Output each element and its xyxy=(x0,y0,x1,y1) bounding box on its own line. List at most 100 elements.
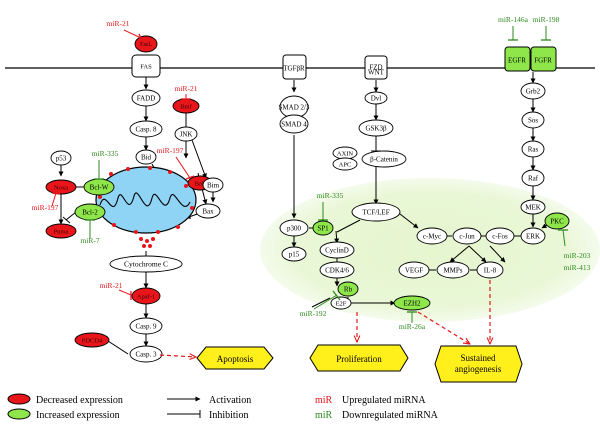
node-cycd: CyclinD xyxy=(325,246,349,254)
mirna-mir335_bclw: miR-335 xyxy=(92,149,119,158)
legend-decreased-label: Decreased expression xyxy=(36,395,123,406)
legend-inhibition-label: Inhibition xyxy=(209,410,248,421)
node-ras-shape xyxy=(521,140,545,158)
node-casp9-shape xyxy=(129,317,163,335)
legend-increased-swatch xyxy=(7,408,31,420)
node-fadd: FADD xyxy=(137,94,156,102)
node-bid: Bid xyxy=(141,153,152,161)
mirna-mir198: miR-198 xyxy=(533,15,560,24)
node-vegf: VEGF xyxy=(405,266,423,274)
node-raf: Raf xyxy=(528,174,539,182)
node-bax: Bax xyxy=(202,207,214,215)
node-pdcd4: PDCD4 xyxy=(82,337,103,344)
node-cytc-shape xyxy=(109,255,183,273)
node-bim: Bim xyxy=(207,181,220,189)
node-p15-shape xyxy=(281,246,307,262)
node-e2f: E2F xyxy=(336,300,347,307)
node-apc: APC xyxy=(339,161,352,168)
receptors xyxy=(131,46,557,80)
mirna-inhibitions: miR-21miR-21miR-197miR-335miR-197miR-7mi… xyxy=(32,15,591,331)
node-bcat: β-Catenin xyxy=(370,155,398,163)
node-vegf-shape xyxy=(398,261,430,279)
mirna-mir7: miR-7 xyxy=(80,236,99,245)
node-cycd-shape xyxy=(319,241,355,259)
node-gsk3b-shape xyxy=(358,119,394,137)
node-jnk: JNK xyxy=(180,130,193,138)
node-cfos-shape xyxy=(485,227,515,245)
node-rb-shape xyxy=(337,281,359,297)
outcome-angiogenesis-1: Sustained xyxy=(461,353,496,363)
node-dvl-shape xyxy=(364,91,388,105)
legend-downregulated-label: Downregulated miRNA xyxy=(342,410,439,421)
mirna-mir21_bmf: miR-21 xyxy=(175,84,198,93)
node-pkc-shape xyxy=(544,212,570,230)
node-dvl: Dvl xyxy=(371,94,382,102)
node-p300-shape xyxy=(279,219,309,237)
node-noxa: Noxa xyxy=(54,184,68,191)
node-casp8-shape xyxy=(129,120,163,138)
mirna-mir26a: miR-26a xyxy=(399,322,426,331)
node-p15: p15 xyxy=(289,250,300,258)
node-p53: p53 xyxy=(56,154,67,162)
legend-decreased-swatch xyxy=(7,393,31,405)
node-ezh2: EZH2 xyxy=(403,299,421,307)
node-egfr: EGFR xyxy=(508,56,526,64)
node-sos-shape xyxy=(521,111,545,129)
node-p300: p300 xyxy=(287,224,302,232)
node-il8: IL-8 xyxy=(484,266,497,274)
pathway-highlight-region xyxy=(260,178,600,322)
node-cfos: c-Fos xyxy=(492,232,508,240)
legend-activation-label: Activation xyxy=(209,395,251,406)
node-bax-shape xyxy=(195,203,221,219)
legend-upregulated-label: Upregulated miRNA xyxy=(342,395,426,406)
node-cmyc: c-Myc xyxy=(423,232,441,240)
node-il8-shape xyxy=(476,261,504,279)
node-smad4-shape xyxy=(279,114,309,134)
node-smad23: SMAD 2/3 xyxy=(279,103,310,111)
node-fgfr: FGFR xyxy=(534,56,552,64)
node-rb: Rb xyxy=(344,285,353,293)
node-bim-shape xyxy=(202,177,224,193)
node-bid-shape xyxy=(135,149,157,165)
node-fzd: FZD xyxy=(369,63,382,71)
dashed-effect-links xyxy=(159,280,490,357)
node-cytc: Cytochrome C xyxy=(124,260,168,269)
mirna-mir146a: miR-146a xyxy=(498,15,529,24)
node-erk-shape xyxy=(520,227,546,245)
node-axin: AXIN xyxy=(337,150,354,157)
node-ras: Ras xyxy=(528,145,539,153)
mitochondrion xyxy=(95,166,197,248)
node-fadd-shape xyxy=(131,89,161,107)
node-sp1: SP1 xyxy=(317,224,329,232)
outcome-boxes xyxy=(196,344,523,383)
mirna-mir21_apaf: miR-21 xyxy=(100,281,123,290)
node-apaf1-shape xyxy=(131,287,161,305)
legend-increased-label: Increased expression xyxy=(36,410,120,421)
legend-mir-down-word: miR xyxy=(315,410,333,421)
node-sos: Sos xyxy=(528,116,538,124)
node-bmf: Bmf xyxy=(180,103,192,110)
node-cjun: c-Jun xyxy=(459,232,475,240)
cytochrome-release-dots xyxy=(139,237,155,248)
node-jnk-shape xyxy=(174,126,198,142)
node-casp3: Casp. 3 xyxy=(136,350,158,358)
node-tcflef-shape xyxy=(351,202,401,222)
mirna-mir203: miR-203 xyxy=(564,251,591,260)
node-tgfbr: TGFβR xyxy=(283,64,305,72)
outcome-angiogenesis-2: angiogenesis xyxy=(455,364,502,374)
node-cjun-shape xyxy=(452,227,482,245)
outcome-apoptosis: Apoptosis xyxy=(217,354,254,364)
node-ezh2-shape xyxy=(393,295,431,311)
node-cdk46: CDK4/6 xyxy=(325,266,349,274)
node-mek-shape xyxy=(520,199,546,215)
node-e2f-shape xyxy=(330,296,352,310)
node-casp3-shape xyxy=(129,345,163,363)
node-pdcd4-shape xyxy=(74,332,110,348)
mirna-mir335_sp1: miR-335 xyxy=(317,191,344,200)
node-bcl2: Bcl-2 xyxy=(82,208,98,216)
node-noxa-shape xyxy=(45,179,77,195)
node-grb2: Grb2 xyxy=(526,87,541,95)
legend: Decreased expression Increased expressio… xyxy=(7,393,439,421)
node-puma-shape xyxy=(45,223,77,239)
